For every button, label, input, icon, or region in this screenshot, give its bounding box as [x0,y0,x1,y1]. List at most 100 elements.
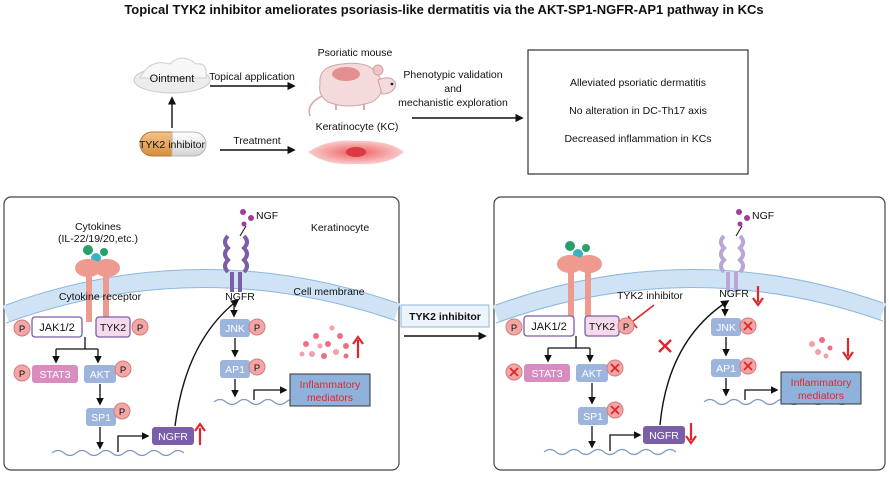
figure-title: Topical TYK2 inhibitor ameliorates psori… [124,2,763,17]
left-cytokine-receptor-icon [75,259,120,322]
left-akt-label: AKT [90,369,111,381]
right-mediators-down-arrow-icon [842,338,854,361]
right-dna-strand-1 [543,448,677,456]
cytokines-label-1: Cytokines [75,221,121,233]
left-jak-p-circle [13,319,31,337]
right-ngf-label: NGF [752,210,774,222]
left-akt-box [84,365,116,383]
validation-line-2: and [444,83,462,95]
left-jak-label: JAK1/2 [39,322,74,334]
left-jnk-label: JNK [225,323,245,335]
right-tyk2-p-circle [617,317,635,335]
right-ngfr-gene-box [643,426,685,444]
right-ngfr-down-arrow-icon [752,286,764,307]
left-ngfr-feedback-arrow [174,298,240,427]
right-ngfr-gene-label: NGFR [649,430,679,442]
left-ngfr-up-arrow-icon [194,422,206,445]
left-tyk2-p-circle [131,318,149,336]
right-jnk-blocked-icon [739,317,757,335]
left-jak-box [31,316,83,338]
left-dna-strand-1 [51,449,185,457]
cytokines-label-2: (IL-22/19/20,etc.) [58,233,138,245]
left-jnk-box [220,319,250,337]
left-sp1-p-circle [113,402,131,420]
left-mediators-label-2: mediators [307,392,353,404]
right-cell-membrane [492,269,886,324]
right-jak-box [523,315,575,337]
left-ap1-p-circle [248,358,266,376]
tyk2-inhibitor-tag [400,304,490,328]
left-mediator-transcription-arrow [253,386,288,400]
right-ngfr-gene-down-arrow-icon [685,423,697,445]
right-tyk2-inhibitor-label: TYK2 inhibitor [617,290,683,302]
left-sp1-box [86,408,116,426]
right-ngfr-feedback-arrow [659,300,730,426]
validation-line-3: mechanistic exploration [398,97,508,109]
right-stat3-blocked-icon [505,363,523,381]
right-mediator-transcription-arrow [744,386,779,400]
left-cell-membrane [2,269,400,324]
right-sp1-label: SP1 [583,411,603,423]
left-sp1-label: SP1 [91,412,111,424]
right-jak-p-label: P [511,323,517,334]
right-jnk-box [711,318,741,336]
left-sp1-p-label: P [119,407,125,418]
keratinocyte-cell-icon [308,140,404,165]
keratinocyte-kc-label: Keratinocyte (KC) [316,121,399,133]
right-ngfr-label: NGFR [719,288,749,300]
left-ngf-label: NGF [256,210,278,222]
right-cytokine-receptor-icon [557,255,602,318]
left-stat3-box [32,365,78,383]
left-ap1-box [220,360,250,378]
topical-application-label: Topical application [209,71,295,83]
left-ap1-p-label: P [254,363,260,374]
left-ngfr-gene-box [152,427,194,445]
right-ngf-icon [735,209,750,237]
left-ap1-label: AP1 [225,364,245,376]
right-akt-blocked-icon [606,359,624,377]
capsule-label: TYK2 inhibitor [139,139,205,151]
psoriatic-mouse-label: Psoriatic mouse [318,47,393,59]
right-sp1-box [578,407,608,425]
ointment-label: Ointment [150,73,195,85]
left-tyk2-box [95,316,131,338]
right-mediators-label-1: Inflammatory [791,377,852,389]
left-stat3-label: STAT3 [39,369,70,381]
right-transcription-arrow [609,431,642,451]
left-tyk2-p-label: P [137,323,143,334]
right-mediators-label-2: mediators [798,390,844,402]
right-mediators-dots-icon [809,337,833,359]
right-tyk2-p-label: P [623,322,629,333]
right-sp1-blocked-icon [606,401,624,419]
ointment-icon [133,57,211,94]
left-mediators-dots-icon [299,325,349,359]
cell-membrane-label: Cell membrane [293,286,364,298]
right-ap1-box [711,359,741,377]
left-jnk-p-label: P [254,323,260,334]
right-jak-p-circle [505,318,523,336]
right-jak-label: JAK1/2 [531,321,566,333]
outcome-box [527,49,749,175]
left-ngfr-gene-label: NGFR [158,431,188,443]
left-transcription-arrow [117,432,150,452]
right-mediators-box [780,371,862,405]
left-mediators-up-arrow-icon [352,335,364,358]
left-mediators-box [289,373,371,407]
left-ngfr-label: NGFR [225,291,255,303]
right-akt-box [576,364,608,382]
right-ngfr-receptor-icon [719,234,745,292]
left-tyk2-label: TYK2 [100,322,126,334]
left-ngfr-receptor-icon [223,234,249,292]
left-stat3-p-label: P [19,369,25,380]
left-stat3-p-circle [13,364,31,382]
right-jak-branch-arrows [548,336,590,349]
right-tyk2-label: TYK2 [589,321,615,333]
capsule-icon [139,131,207,157]
left-cytokine-icon [83,245,108,263]
outcome-2: No alteration in DC-Th17 axis [569,105,707,117]
keratinocyte-label: Keratinocyte [311,222,370,234]
left-jak-p-label: P [19,324,25,335]
left-akt-p-circle [114,360,132,378]
treatment-label: Treatment [233,135,281,147]
